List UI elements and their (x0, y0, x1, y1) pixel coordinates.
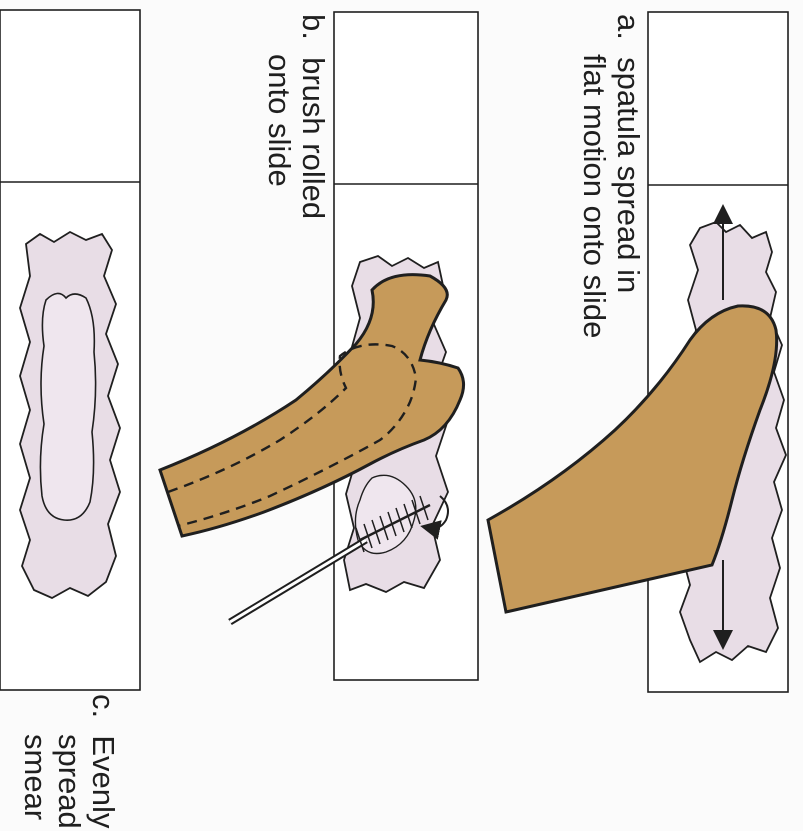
caption-a-line-2: flat motion onto slide (577, 14, 611, 338)
caption-a-line-1: a. spatula spread in (611, 14, 645, 338)
caption-c-line-2: spread (52, 694, 86, 829)
caption-b-text-2: onto slide (262, 54, 297, 187)
smear-c-inner-zone (40, 293, 95, 520)
caption-b-line-2: onto slide (262, 14, 296, 219)
caption-a: a. spatula spread in flat motion onto sl… (577, 14, 645, 338)
caption-b: b. brush rolled onto slide (262, 14, 330, 219)
caption-c-text-1: Evenly (86, 735, 121, 828)
caption-c: c. Evenly spread smear (18, 694, 120, 829)
caption-b-line-1: b. brush rolled (296, 14, 330, 219)
caption-a-text-2: flat motion onto slide (577, 54, 612, 338)
caption-c-line-1: c. Evenly (86, 694, 120, 829)
caption-b-letter: b. (296, 14, 331, 40)
panel-c-illustration (0, 10, 140, 690)
caption-c-line-3: smear (18, 694, 52, 829)
caption-c-text-2: spread (52, 734, 87, 829)
caption-c-letter: c. (86, 694, 121, 718)
caption-a-letter: a. (611, 14, 646, 40)
caption-c-text-3: smear (18, 734, 53, 820)
caption-a-text-1: spatula spread in (611, 57, 646, 293)
caption-b-text-1: brush rolled (296, 57, 331, 219)
